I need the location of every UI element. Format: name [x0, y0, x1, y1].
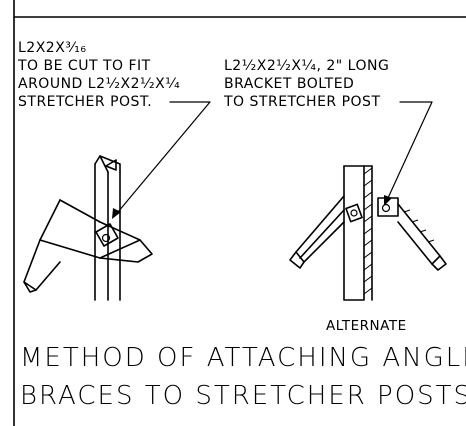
- alternate-detail: [289, 165, 447, 301]
- leader-line-right: [387, 101, 433, 199]
- leader-line-left: [117, 101, 211, 213]
- note-left-line2: TO BE CUT TO FIT: [17, 58, 151, 74]
- title-line1: METHOD OF ATTACHING ANGLE: [20, 343, 466, 373]
- note-left-line1: L2X2X³⁄₁₆: [18, 40, 86, 56]
- note-right-line3: TO STRETCHER POST: [223, 94, 381, 110]
- main-detail: [23, 155, 153, 301]
- leader-arrow-left: [112, 208, 121, 219]
- note-right-line2: BRACKET BOLTED: [224, 76, 354, 92]
- title-line2: BRACES TO STRETCHER POSTS: [20, 381, 466, 411]
- alternate-label: ALTERNATE: [326, 318, 407, 334]
- note-left-line4: STRETCHER POST.: [18, 94, 152, 110]
- note-left-line3: AROUND L2¹⁄₂X2¹⁄₂X¹⁄₄: [18, 76, 180, 92]
- note-right-line1: L2¹⁄₂X2¹⁄₂X¹⁄₄, 2" LONG: [224, 58, 389, 74]
